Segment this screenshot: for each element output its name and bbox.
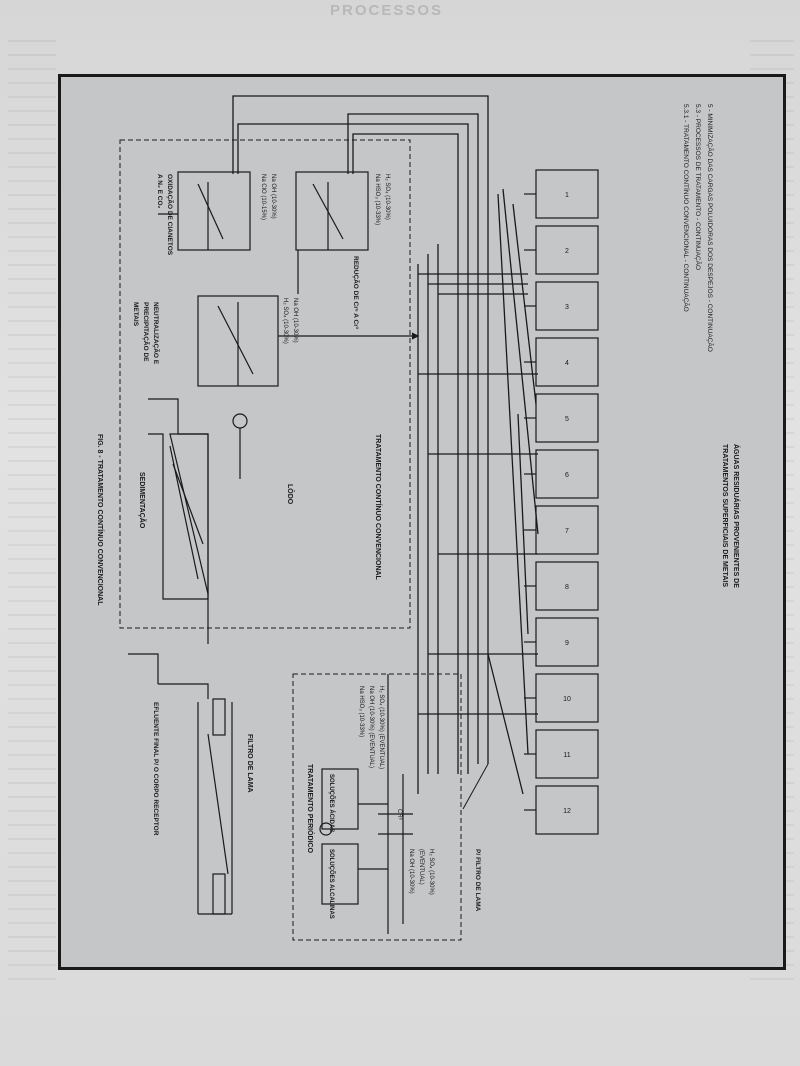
- tank-label-10: 10: [563, 696, 571, 703]
- sedimentation-tank: [148, 398, 248, 644]
- cr6-label: CR⁶: [396, 809, 403, 821]
- neutralization-label-3: METAIS: [132, 302, 139, 327]
- page-header: PROCESSOS: [330, 2, 444, 19]
- sludge-label: LÔDO: [286, 484, 295, 505]
- reagent-per-1: H₂ SO₄ (10-30%) (EVENTUAL): [378, 686, 384, 769]
- periodic-box: [292, 673, 462, 941]
- reagent-per-6: Na OH (10-30%): [408, 849, 414, 894]
- reagent-per-5: (EVENTUAL): [418, 849, 424, 885]
- periodic-label: TRATAMENTO PERIÓDICO: [306, 764, 315, 854]
- to-sludge-filter-label: P/ FILTRO DE LAMA: [474, 849, 481, 912]
- tank-label-8: 8: [565, 584, 569, 591]
- source-label: ÁGUAS RESIDUÁRIAS PROVENIENTES DE TRATAM…: [721, 444, 741, 588]
- reagent-per-4: H₂ SO₄ (10-30%): [428, 849, 434, 895]
- source-title: ÁGUAS RESIDUÁRIAS PROVENIENTES DE: [732, 444, 741, 588]
- heading-block: 5 - MINIMIZAÇÃO DAS CARGAS POLUIDORAS DO…: [682, 104, 715, 352]
- chrome-tank: [295, 171, 369, 251]
- reagent-cyan-2: Na ClO (10-15%): [260, 174, 266, 220]
- tank-label-11: 11: [563, 752, 570, 759]
- tank-label-4: 4: [565, 360, 569, 367]
- heading-line-3: 5.3.1 - TRATAMENTO CONTÍNUO CONVENCIONAL…: [682, 104, 691, 312]
- tank-label-5: 5: [565, 416, 569, 423]
- tank-label-6: 6: [565, 472, 569, 479]
- neutralization-label: NEUTRALIZAÇÃO E: [152, 302, 161, 365]
- reagent-neut-2: H₂ SO₄ (10-30%): [282, 298, 288, 344]
- chrome-label: REDUÇÃO DE Cr⁶ A Cr³: [352, 256, 361, 330]
- sedimentation-label: SEDIMENTAÇÃO: [138, 472, 147, 529]
- collector-lines: [232, 95, 539, 795]
- neutralization-label-2: PRECIPITAÇÃO DE: [142, 302, 151, 362]
- acid-solutions-label: SOLUÇÕES ÁCIDAS: [328, 774, 335, 832]
- final-effluent-label: EFLUENTE FINAL P/ O CORPO RECEPTOR: [152, 702, 159, 836]
- reagent-per-2: Na OH (10-30%) (EVENTUAL): [368, 686, 374, 768]
- flow-diagram: 5 - MINIMIZAÇÃO DAS CARGAS POLUIDORAS DO…: [96, 95, 741, 941]
- cyanide-sublabel: A N₂ E CO₂: [156, 174, 163, 209]
- heading-line-1: 5 - MINIMIZAÇÃO DAS CARGAS POLUIDORAS DO…: [706, 104, 715, 352]
- neutralization-tank: [197, 295, 420, 387]
- reagent-per-3: Na HSO₃ (10-33%): [358, 686, 364, 737]
- periodic-tanks: [319, 674, 413, 934]
- cyanide-tank: [158, 171, 251, 251]
- tank-label-12: 12: [563, 808, 571, 815]
- continuous-label: TRATAMENTO CONTÍNUO CONVENCIONAL: [374, 434, 383, 581]
- tank-label-9: 9: [565, 640, 569, 647]
- sludge-filter: [128, 653, 233, 915]
- tank-label-1: 1: [565, 192, 569, 199]
- reagent-chrome-1: H₂ SO₄ (10-30%): [384, 174, 390, 220]
- tank-label-7: 7: [565, 528, 569, 535]
- cyanide-label: OXIDAÇÃO DE CIANETOS: [166, 174, 175, 256]
- source-subtitle: TRATAMENTOS SUPERFICIAIS DE METAIS: [721, 444, 728, 587]
- leader-line: [462, 763, 489, 810]
- tank-label-3: 3: [565, 304, 569, 311]
- reagent-cyan-1: Na OH (10-30%): [270, 174, 276, 219]
- heading-line-2: 5.3 - PROCESSOS DE TRATAMENTO - CONTINUA…: [694, 104, 703, 270]
- bleed-text-left: [8, 40, 56, 980]
- reagent-chrome-2: Na HSO₃ (10-33%): [374, 174, 380, 225]
- continuous-box: [119, 139, 411, 629]
- sludge-filter-label: FILTRO DE LAMA: [246, 734, 253, 793]
- reagent-neut-1: Na OH (10-30%): [292, 298, 298, 343]
- tank-label-2: 2: [565, 248, 569, 255]
- alkaline-solutions-label: SOLUÇÕES ALCALINAS: [328, 849, 335, 919]
- figure-panel: [58, 74, 786, 970]
- figure-caption: FIG. 8 - TRATAMENTO CONTÍNUO CONVENCIONA…: [96, 434, 105, 606]
